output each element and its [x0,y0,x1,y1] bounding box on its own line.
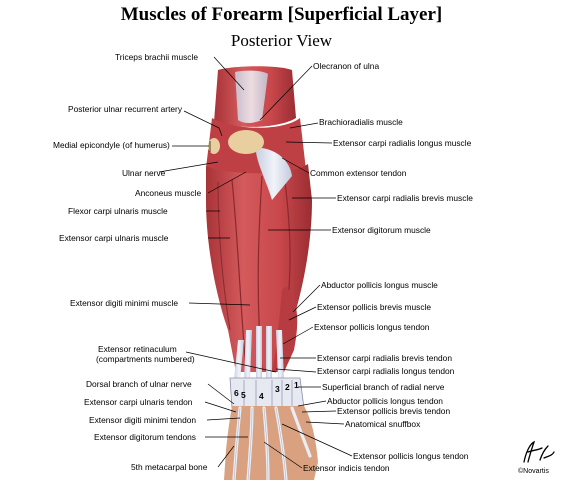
compartment-2: 2 [285,382,290,392]
label-triceps: Triceps brachii muscle [115,52,198,62]
label-ecu-tendon: Extensor carpi ulnaris tendon [84,397,193,407]
label-apl-tendon: Abductor pollicis longus tendon [327,396,443,406]
triceps-tendon [235,70,268,123]
label-superficial-branch-radial-nerve: Superficial branch of radial nerve [322,382,445,392]
label-extensor-retinaculum: Extensor retinaculum [98,344,177,354]
medial-epicondyle-bone [208,138,220,154]
label-olecranon: Olecranon of ulna [313,61,380,71]
label-brachioradialis: Brachioradialis muscle [319,117,403,127]
label-epl-tendon-lower: Extensor pollicis longus tendon [353,451,469,461]
label-edm-tendon: Extensor digiti minimi tendon [89,415,197,425]
muscle-separation-4 [217,181,231,331]
page-title: Muscles of Forearm [Superficial Layer] [120,4,443,25]
label-ecrl-muscle: Extensor carpi radialis longus muscle [333,138,472,148]
label-anconeus: Anconeus muscle [135,188,202,198]
compartment-3: 3 [275,384,280,394]
leader-lines [158,56,353,469]
compartment-5: 5 [241,390,246,400]
label-ecrb-tendon: Extensor carpi radialis brevis tendon [317,353,452,363]
retinaculum-dividers [243,380,293,406]
label-epb-tendon: Extensor pollicis brevis tendon [337,406,451,416]
label-compartments-numbered: (compartments numbered) [96,354,195,364]
label-extensor-carpi-ulnaris-muscle: Extensor carpi ulnaris muscle [59,233,169,243]
compartment-4: 4 [259,391,264,401]
muscle-separation-1 [231,179,247,371]
label-5th-metacarpal: 5th metacarpal bone [131,462,208,472]
label-ulnar-nerve: Ulnar nerve [122,168,166,178]
compartment-6: 6 [234,388,239,398]
muscle-separation-3 [283,173,291,301]
label-abductor-pollicis-longus-muscle: Abductor pollicis longus muscle [321,280,438,290]
label-posterior-ulnar-recurrent-artery: Posterior ulnar recurrent artery [68,104,183,114]
label-medial-epicondyle: Medial epicondyle (of humerus) [53,140,170,150]
wrist-tendons [234,326,284,380]
label-extensor-pollicis-brevis-muscle: Extensor pollicis brevis muscle [317,302,432,312]
label-extensor-digitorum-tendons: Extensor digitorum tendons [94,432,196,442]
label-dorsal-branch-ulnar-nerve: Dorsal branch of ulnar nerve [86,379,192,389]
hand-dorsum [224,406,318,480]
hand-tendon-outline [233,407,287,480]
olecranon-bone [228,130,264,154]
compartment-1: 1 [294,380,299,390]
label-extensor-pollicis-longus-tendon-upper: Extensor pollicis longus tendon [314,322,430,332]
label-anatomical-snuffbox: Anatomical snuffbox [345,419,421,429]
label-ecrb-muscle: Extensor carpi radialis brevis muscle [337,193,473,203]
page-subtitle: Posterior View [230,31,333,50]
common-extensor-tendon-shape [256,148,292,200]
label-common-extensor-tendon: Common extensor tendon [310,168,407,178]
label-extensor-digiti-minimi-muscle: Extensor digiti minimi muscle [70,298,178,308]
label-ecrl-tendon: Extensor carpi radialis longus tendon [317,366,455,376]
label-extensor-indicis-tendon: Extensor indicis tendon [303,463,390,473]
copyright: ©Novartis [518,468,549,475]
label-extensor-digitorum-muscle: Extensor digitorum muscle [332,225,431,235]
artist-signature [523,440,555,463]
label-flexor-carpi-ulnaris: Flexor carpi ulnaris muscle [68,206,168,216]
